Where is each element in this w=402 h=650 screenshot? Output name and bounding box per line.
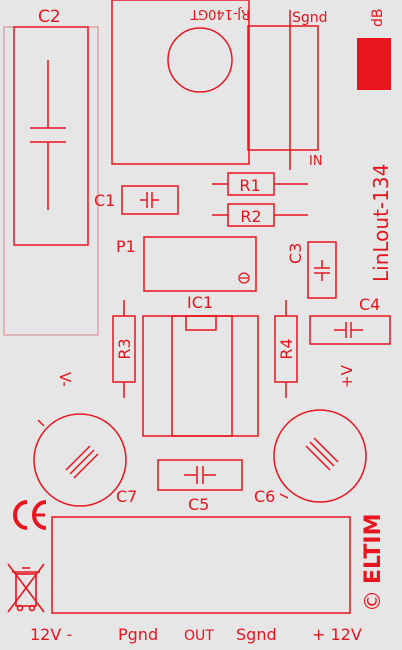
capacitor-c4: C4	[309, 295, 391, 345]
rj-label: RJ-140GT	[190, 6, 250, 21]
capacitor-c5: C5	[157, 459, 243, 514]
c1-label: C1	[94, 191, 115, 210]
in-label: IN	[309, 154, 323, 169]
resistor-r2: R2	[212, 203, 308, 227]
v-minus-label: V-	[56, 372, 74, 387]
c4-label: C4	[359, 295, 380, 314]
db-label: dB	[370, 9, 386, 28]
r3-label: R3	[115, 338, 134, 359]
p1-label: P1	[116, 237, 136, 256]
potentiometer-p1: P1	[116, 236, 257, 292]
ce-mark-icon	[13, 500, 47, 530]
r2-label: R2	[240, 207, 261, 226]
capacitor-c7: C7	[33, 413, 137, 507]
c7-label: C7	[116, 487, 137, 506]
terminal-label-sgnd: Sgnd	[236, 625, 277, 644]
terminal-label-out: OUT	[184, 628, 214, 644]
rj-connector: RJ-140GT	[111, 0, 250, 165]
weee-bin-icon	[7, 563, 45, 613]
v-plus-label: +V	[338, 364, 356, 388]
capacitor-c2: C2	[3, 7, 99, 336]
terminal-label-12v-minus: 12V -	[30, 625, 72, 644]
capacitor-c3: C3	[286, 241, 337, 299]
r1-label: R1	[239, 176, 260, 195]
ic1-label: IC1	[187, 293, 213, 312]
r4-label: R4	[277, 338, 296, 359]
c6-label: C6	[254, 487, 275, 506]
brand-label: ELTIM	[361, 514, 386, 585]
resistor-r1: R1	[212, 172, 308, 196]
db-marker: dB	[357, 9, 391, 90]
terminal-label-12v-plus: + 12V	[312, 625, 362, 644]
capacitor-c6: C6	[254, 409, 367, 506]
sgnd-top-label: Sgnd	[292, 10, 328, 26]
terminal-label-pgnd: Pgnd	[118, 625, 158, 644]
board-title: LinLout-134	[369, 164, 393, 282]
input-connector: Sgnd IN	[247, 10, 328, 170]
capacitor-c1: C1	[94, 185, 179, 215]
c5-label: C5	[188, 495, 209, 514]
resistor-r4: R4	[274, 300, 298, 398]
terminal-block	[51, 516, 351, 614]
c3-label: C3	[286, 243, 305, 264]
c2-label: C2	[38, 7, 61, 27]
resistor-r3: R3	[112, 300, 136, 398]
ic1-chip: IC1	[142, 293, 259, 437]
copyright-mark: ©	[361, 590, 386, 612]
